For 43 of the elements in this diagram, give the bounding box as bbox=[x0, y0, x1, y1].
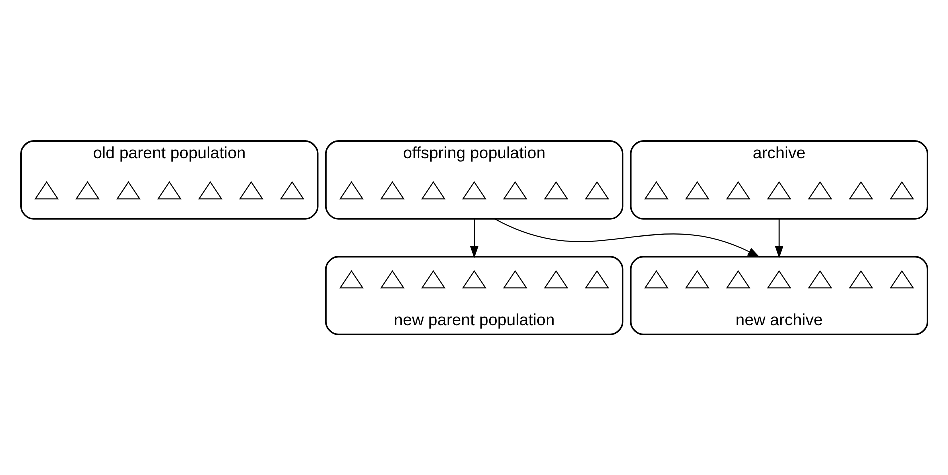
cluster: offspring population bbox=[324, 140, 624, 220]
node-triangle bbox=[889, 270, 914, 288]
node-triangle bbox=[644, 270, 668, 288]
node-triangle bbox=[544, 270, 568, 288]
node-triangle bbox=[766, 270, 792, 288]
node-triangle bbox=[766, 180, 792, 200]
node-triangle bbox=[848, 180, 873, 200]
node-triangle bbox=[238, 180, 264, 200]
node-triangle bbox=[339, 270, 364, 288]
cluster: archive bbox=[630, 140, 928, 220]
node-triangle bbox=[462, 180, 486, 200]
node-triangle bbox=[684, 180, 710, 200]
arrow bbox=[470, 218, 478, 258]
node-triangle bbox=[280, 180, 304, 200]
node-triangle bbox=[889, 180, 914, 200]
node-triangle bbox=[75, 180, 100, 200]
node-triangle bbox=[726, 270, 750, 288]
node-triangle bbox=[156, 180, 182, 200]
node-triangle bbox=[584, 180, 609, 200]
arrow bbox=[774, 218, 784, 258]
node-triangle bbox=[420, 270, 446, 288]
node-triangle bbox=[684, 270, 710, 288]
cluster: new parent population bbox=[324, 256, 624, 335]
node-triangle bbox=[420, 180, 446, 200]
node-triangle bbox=[198, 180, 222, 200]
arrow bbox=[494, 218, 760, 258]
node-triangle bbox=[544, 180, 568, 200]
node-triangle bbox=[848, 270, 873, 288]
node-triangle bbox=[808, 180, 832, 200]
node-triangle bbox=[726, 180, 750, 200]
node-triangle bbox=[462, 270, 486, 288]
node-triangle bbox=[116, 180, 140, 200]
node-triangle bbox=[644, 180, 668, 200]
cluster: old parent population bbox=[20, 140, 318, 220]
node-triangle bbox=[808, 270, 832, 288]
node-triangle bbox=[502, 270, 528, 288]
node-triangle bbox=[339, 180, 364, 200]
node-triangle bbox=[502, 180, 528, 200]
node-triangle bbox=[380, 180, 404, 200]
node-triangle bbox=[380, 270, 404, 288]
node-triangle bbox=[584, 270, 609, 288]
node-triangle bbox=[34, 180, 59, 200]
cluster: new archive bbox=[630, 256, 928, 335]
